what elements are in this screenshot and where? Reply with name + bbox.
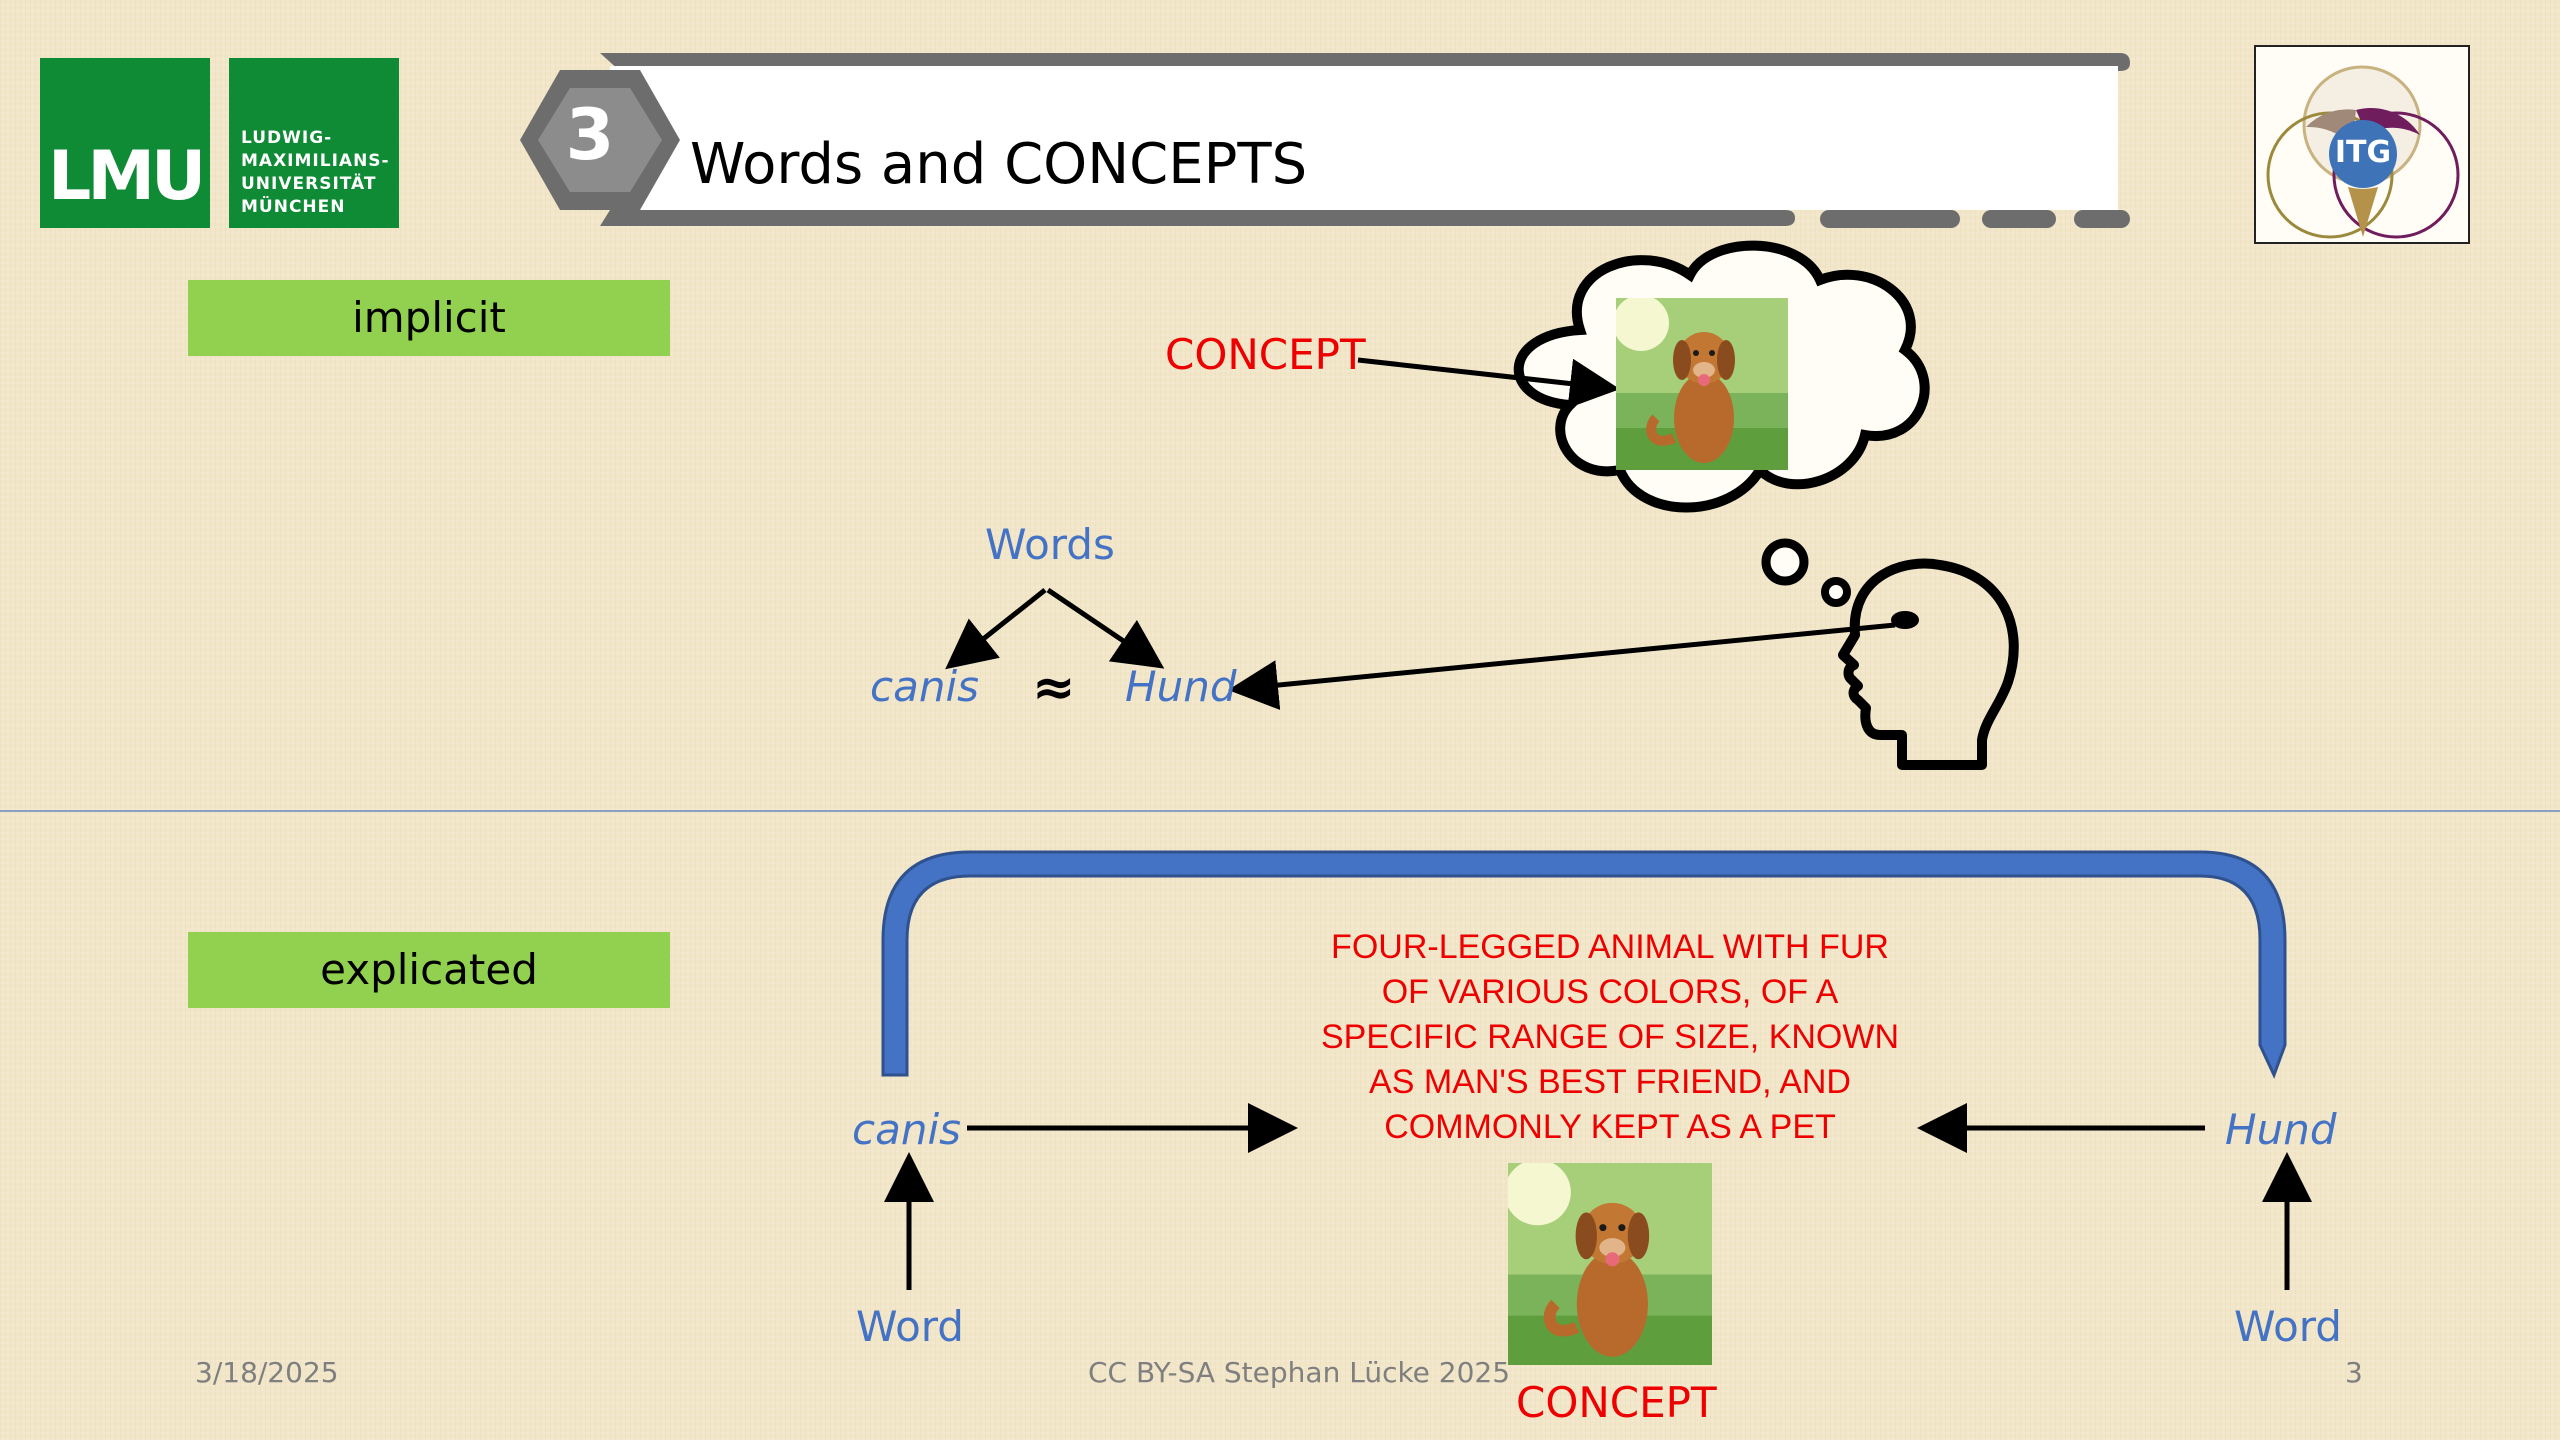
head-icon [1838, 558, 2019, 770]
implicit-concept-label: CONCEPT [1165, 330, 1366, 379]
definition-line: COMMONLY KEPT AS A PET [1384, 1108, 1836, 1146]
approx-symbol: ≈ [1032, 658, 1076, 718]
lmu-logo-line: LUDWIG- [241, 128, 333, 148]
lmu-logo-mark: LMU [40, 58, 210, 228]
page-title: Words and CONCEPTS [690, 132, 1308, 197]
definition-line: AS MAN'S BEST FRIEND, AND [1369, 1063, 1851, 1101]
title-banner [520, 53, 2130, 228]
explicated-concept-label: CONCEPT [1516, 1378, 1717, 1427]
dog-image [1616, 298, 1788, 470]
thought-bubble-large [1761, 538, 1809, 586]
explicated-word-canis: canis [852, 1105, 961, 1154]
definition-line: OF VARIOUS COLORS, OF A [1381, 973, 1839, 1011]
implicit-label: implicit [188, 280, 670, 356]
section-divider [0, 810, 2560, 812]
lmu-logo-line: MAXIMILIANS- [241, 151, 390, 171]
lmu-logo-line: MÜNCHEN [241, 197, 346, 217]
implicit-word-canis: canis [870, 662, 979, 711]
footer-page-number: 3 [2345, 1356, 2363, 1389]
thought-bubble-small [1821, 577, 1851, 607]
implicit-word-hund: Hund [1125, 662, 1237, 711]
itg-logo: ITG [2254, 45, 2470, 244]
word-label-right: Word [2234, 1302, 2342, 1351]
lmu-logo-line: UNIVERSITÄT [241, 174, 377, 194]
concept-definition: FOUR-LEGGED ANIMAL WITH FUR OF VARIOUS C… [1290, 925, 1930, 1150]
explicated-word-hund: Hund [2225, 1105, 2337, 1154]
itg-logo-text: ITG [2334, 135, 2392, 170]
explicated-label: explicated [188, 932, 670, 1008]
implicit-words-label: Words [985, 520, 1115, 569]
bracket-connector [881, 850, 2287, 1079]
dog-image-explicated [1508, 1163, 1712, 1365]
footer-date: 3/18/2025 [195, 1356, 339, 1389]
eye-icon [1891, 611, 1919, 629]
section-number-badge: 3 [565, 94, 615, 176]
venn-icon [2266, 65, 2460, 239]
definition-line: SPECIFIC RANGE OF SIZE, KNOWN [1320, 1018, 1900, 1056]
footer-credit: CC BY-SA Stephan Lücke 2025 [1088, 1356, 1511, 1389]
lmu-logo-text: LUDWIG- MAXIMILIANS- UNIVERSITÄT MÜNCHEN [229, 58, 399, 228]
lmu-logo-short: LMU [48, 137, 206, 216]
definition-line: FOUR-LEGGED ANIMAL WITH FUR [1331, 928, 1889, 966]
word-label-left: Word [856, 1302, 964, 1351]
